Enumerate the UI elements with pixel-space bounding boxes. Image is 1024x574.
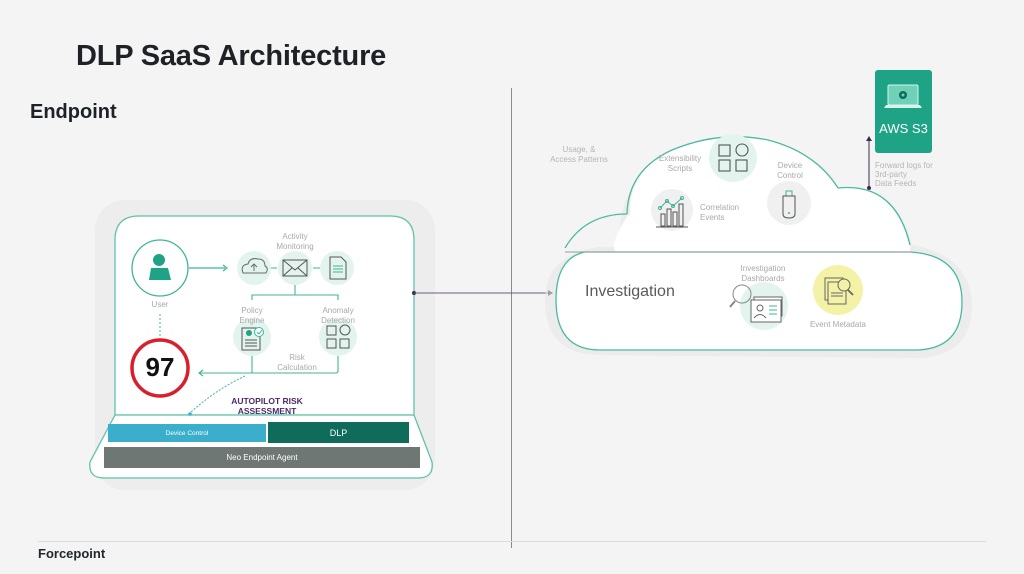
anomaly-detection-bg <box>319 318 357 356</box>
document-bg <box>320 251 354 285</box>
dlp-bar: DLP <box>268 422 409 443</box>
autopilot-label-line2: ASSESSMENT <box>237 406 297 416</box>
correlation-chart-icon <box>656 196 688 228</box>
correlation-bg <box>651 189 693 231</box>
device-control-label: Device Control <box>770 161 810 181</box>
anomaly-detection-label: Anomaly Detection <box>321 306 355 325</box>
user-icon <box>149 254 171 280</box>
vertical-divider <box>511 88 512 548</box>
device-control-line1: Device <box>777 161 803 170</box>
correlation-line1: Correlation <box>700 203 740 212</box>
policy-engine-icon <box>241 327 264 351</box>
risk-score-ring <box>130 338 190 398</box>
user-label: User <box>151 300 169 309</box>
section-title-endpoint: Endpoint <box>30 101 117 123</box>
aws-connector-dot <box>867 186 871 190</box>
laptop-gear-icon <box>884 84 922 108</box>
activity-monitoring-label: Activity Monitoring <box>276 232 314 251</box>
extensibility-line1: Extensibility <box>658 154 702 163</box>
investigation-dashboards-label: Investigation Dashboards <box>733 264 793 284</box>
aws-s3-box <box>875 70 932 153</box>
risk-calc-line <box>200 356 339 374</box>
forward-line3: Data Feeds <box>875 179 917 188</box>
device-control-bg <box>767 181 811 225</box>
forward-logs-label: Forward logs for 3rd-party Data Feeds <box>875 161 945 188</box>
event-metadata-icon <box>824 277 854 305</box>
correlation-events-label: Correlation Events <box>700 203 746 223</box>
device-control-bar: Device Control <box>108 424 266 442</box>
cloud-upload-icon <box>241 258 268 274</box>
email-icon <box>282 259 308 277</box>
event-metadata-label: Event Metadata <box>809 320 867 329</box>
policy-engine-label: Policy Engine <box>239 306 265 325</box>
risk-calculation-label: Risk Calculation <box>277 353 317 372</box>
page-title: DLP SaaS Architecture <box>76 40 387 72</box>
arrow-head <box>222 264 228 272</box>
dashboards-line1: Investigation <box>740 264 786 273</box>
investigation-title: Investigation <box>585 283 675 300</box>
usage-label-line1: Usage, & <box>562 145 596 154</box>
extensibility-line2: Scripts <box>667 164 693 173</box>
extensibility-grid-icon <box>718 143 749 172</box>
autopilot-curve <box>189 375 246 414</box>
forcepoint-logo: Forcepoint <box>38 546 106 561</box>
dashboards-line2: Dashboards <box>741 274 785 283</box>
aws-arrowhead <box>866 136 872 141</box>
investigation-dashboard-icon <box>729 284 783 323</box>
neo-endpoint-agent-bar: Neo Endpoint Agent <box>104 447 420 468</box>
forward-line2: 3rd-party <box>875 170 908 179</box>
anomaly-grid-icon <box>326 324 351 349</box>
document-icon <box>329 256 347 280</box>
device-control-line2: Control <box>777 171 803 180</box>
usage-label-line2: Access Patterns <box>550 155 608 164</box>
forward-line1: Forward logs for <box>875 161 933 170</box>
autopilot-risk-assessment-label: AUTOPILOT RISK ASSESSMENT <box>220 396 314 416</box>
usb-drive-icon <box>782 190 796 219</box>
autopilot-label-line1: AUTOPILOT RISK <box>231 396 303 406</box>
correlation-line2: Events <box>700 213 725 222</box>
aws-s3-label: AWS S3 <box>879 121 928 136</box>
footer-divider <box>38 541 986 542</box>
extensibility-bg <box>709 134 757 182</box>
extensibility-scripts-label: Extensibility Scripts <box>654 154 706 174</box>
usage-access-patterns-label: Usage, & Access Patterns <box>543 145 615 165</box>
risk-score: 97 <box>145 352 175 382</box>
branch-lines <box>251 285 339 300</box>
